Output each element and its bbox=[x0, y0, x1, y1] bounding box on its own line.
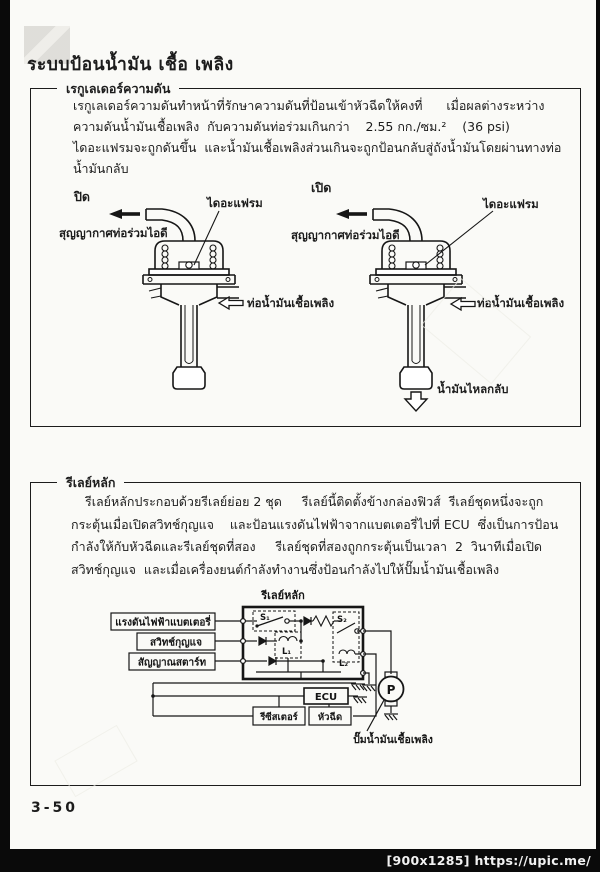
regulator-section-box: เรกูเลเดอร์ความดัน เรกูเลเดอร์ความดันทำห… bbox=[30, 79, 581, 427]
fuel-return-arrow-icon bbox=[403, 391, 429, 413]
relay-paragraph: รีเลย์หลักประกอบด้วยรีเลย์ย่อย 2 ชุด รีเ… bbox=[71, 491, 558, 581]
watermark-bar: [900x1285] https://upic.me/ bbox=[0, 849, 600, 872]
open-state-label: เปิด bbox=[311, 180, 332, 195]
page-number: 3-50 bbox=[31, 800, 79, 816]
vacuum-label: สุญญากาศท่อร่วมไอดี bbox=[59, 226, 168, 240]
fuel-return-label: น้ำมันไหลกลับ bbox=[437, 382, 509, 396]
fuel-pipe-label: ท่อน้ำมันเชื้อเพลิง bbox=[247, 296, 335, 310]
page-title: ระบบป้อนน้ำมัน เชื้อ เพลิง bbox=[27, 55, 234, 75]
input-battery-label: แรงดันไฟฟ้าแบตเตอรี่ bbox=[115, 615, 211, 629]
paragraph-line: น้ำมันกลับ bbox=[73, 161, 129, 176]
watermark-text: [900x1285] https://upic.me/ bbox=[386, 853, 591, 868]
paragraph-line: เรกูเลเดอร์ความดันทำหน้าที่รักษาความดันท… bbox=[73, 98, 545, 113]
injector-box-label: หัวฉีด bbox=[318, 711, 342, 723]
input-ignition-label: สวิทช์กุญแจ bbox=[150, 637, 202, 649]
ecu-box-label: ECU bbox=[315, 692, 337, 703]
input-start-label: สัญญาณสตาร์ท bbox=[138, 657, 207, 669]
resistor-box-label: รีซีสเตอร์ bbox=[259, 711, 298, 723]
paragraph-line: ไดอะแฟรมจะถูกดันขึ้น และน้ำมันเชื้อเพลิง… bbox=[73, 140, 562, 155]
regulator-section-heading: เรกูเลเดอร์ความดัน bbox=[57, 79, 180, 99]
relay-section-heading: รีเลย์หลัก bbox=[57, 473, 125, 493]
diaphragm-label: ไดอะแฟรม bbox=[483, 197, 539, 211]
relay-circuit-diagram: รีเลย์หลัก แรงดันไฟฟ้าแบตเตอรี่ สวิทช์กุ… bbox=[110, 589, 433, 746]
fuel-in-arrow-icon bbox=[449, 296, 476, 312]
page-right-edge bbox=[596, 0, 600, 849]
fuel-pipe-label: ท่อน้ำมันเชื้อเพลิง bbox=[477, 296, 565, 310]
pump-symbol: P bbox=[387, 683, 396, 697]
regulator-diagram-open bbox=[335, 208, 467, 413]
pump-label: ปั๊มน้ำมันเชื้อเพลิง bbox=[353, 731, 433, 746]
paragraph-line: สวิทช์กุญแจ และเมื่อเครื่องยนต์กำลังทำงา… bbox=[71, 561, 500, 577]
paragraph-line: กระตุ้นเมื่อเปิดสวิทช์กุญแจ และป้อนแรงดั… bbox=[71, 516, 559, 532]
l2-label: L₂ bbox=[339, 659, 348, 669]
paragraph-line: กำลังให้กับหัวฉีดและรีเลย์ชุดที่สอง รีเล… bbox=[71, 539, 543, 554]
fuel-in-arrow-icon bbox=[217, 295, 244, 311]
paragraph-line: ความดันน้ำมันเชื้อเพลิง กับความดันท่อร่ว… bbox=[73, 119, 510, 134]
closed-state-label: ปิด bbox=[74, 189, 91, 204]
scan-smudge bbox=[24, 26, 70, 64]
diaphragm-label: ไดอะแฟรม bbox=[207, 196, 263, 210]
s1-label: S₁ bbox=[260, 613, 270, 623]
vacuum-label: สุญญากาศท่อร่วมไอดี bbox=[291, 228, 400, 242]
s2-label: S₂ bbox=[337, 615, 347, 625]
circuit-title: รีเลย์หลัก bbox=[260, 589, 305, 602]
relay-section-box: รีเลย์หลัก รีเลย์หลักประกอบด้วยรีเลย์ย่อ… bbox=[30, 473, 581, 786]
regulator-paragraph: เรกูเลเดอร์ความดันทำหน้าที่รักษาความดันท… bbox=[73, 95, 561, 179]
page-left-edge bbox=[0, 0, 10, 849]
paragraph-line: รีเลย์หลักประกอบด้วยรีเลย์ย่อย 2 ชุด รีเ… bbox=[85, 494, 544, 509]
l1-label: L₁ bbox=[282, 647, 291, 657]
